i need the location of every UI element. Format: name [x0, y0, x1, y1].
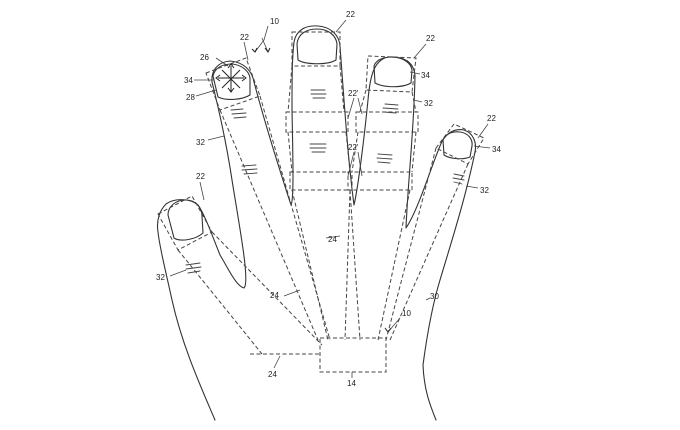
label-30: 30: [430, 292, 439, 301]
sensor-strip-pinky: [385, 123, 485, 341]
label-26: 26: [200, 53, 209, 62]
label-32-index: 32: [196, 138, 205, 147]
label-34-ring: 34: [421, 71, 430, 80]
control-module-14: [319, 337, 387, 373]
sensor-strip-index: [205, 57, 331, 341]
label-22-pinky: 22: [487, 114, 496, 123]
thumb-nail: [167, 199, 204, 241]
label-10-bottom: 10: [402, 309, 411, 318]
label-24-left: 24: [270, 291, 279, 300]
label-24-center: 24: [328, 235, 337, 244]
label-22-ring: 22: [426, 34, 435, 43]
label-32-ring: 32: [424, 99, 433, 108]
label-32-pinky: 32: [480, 186, 489, 195]
sensor-strip-ring: [347, 55, 419, 341]
label-22-thumb: 22: [196, 172, 205, 181]
label-24-bottom: 24: [268, 370, 277, 379]
label-22-index: 22: [240, 33, 249, 42]
ring-nail: [373, 56, 413, 88]
finger-creases: [185, 89, 465, 274]
sensor-strip-thumb: [157, 195, 323, 355]
pinky-nail: [442, 131, 473, 160]
label-28: 28: [186, 93, 195, 102]
sensor-strip-middle: [285, 31, 353, 341]
label-14: 14: [347, 379, 356, 388]
hand-outline: [156, 25, 477, 421]
label-22-prime-lower: 22': [348, 143, 359, 152]
index-nail: [212, 63, 251, 100]
leader-lines: [169, 19, 491, 378]
middle-nail: [296, 28, 338, 65]
direction-arrows-icon: [215, 63, 247, 93]
label-22-middle: 22: [346, 10, 355, 19]
label-34-pinky: 34: [492, 145, 501, 154]
label-22-prime-upper: 22': [348, 89, 359, 98]
label-34-index: 34: [184, 76, 193, 85]
label-10-top: 10: [270, 17, 279, 26]
label-32-thumb: 32: [156, 273, 165, 282]
